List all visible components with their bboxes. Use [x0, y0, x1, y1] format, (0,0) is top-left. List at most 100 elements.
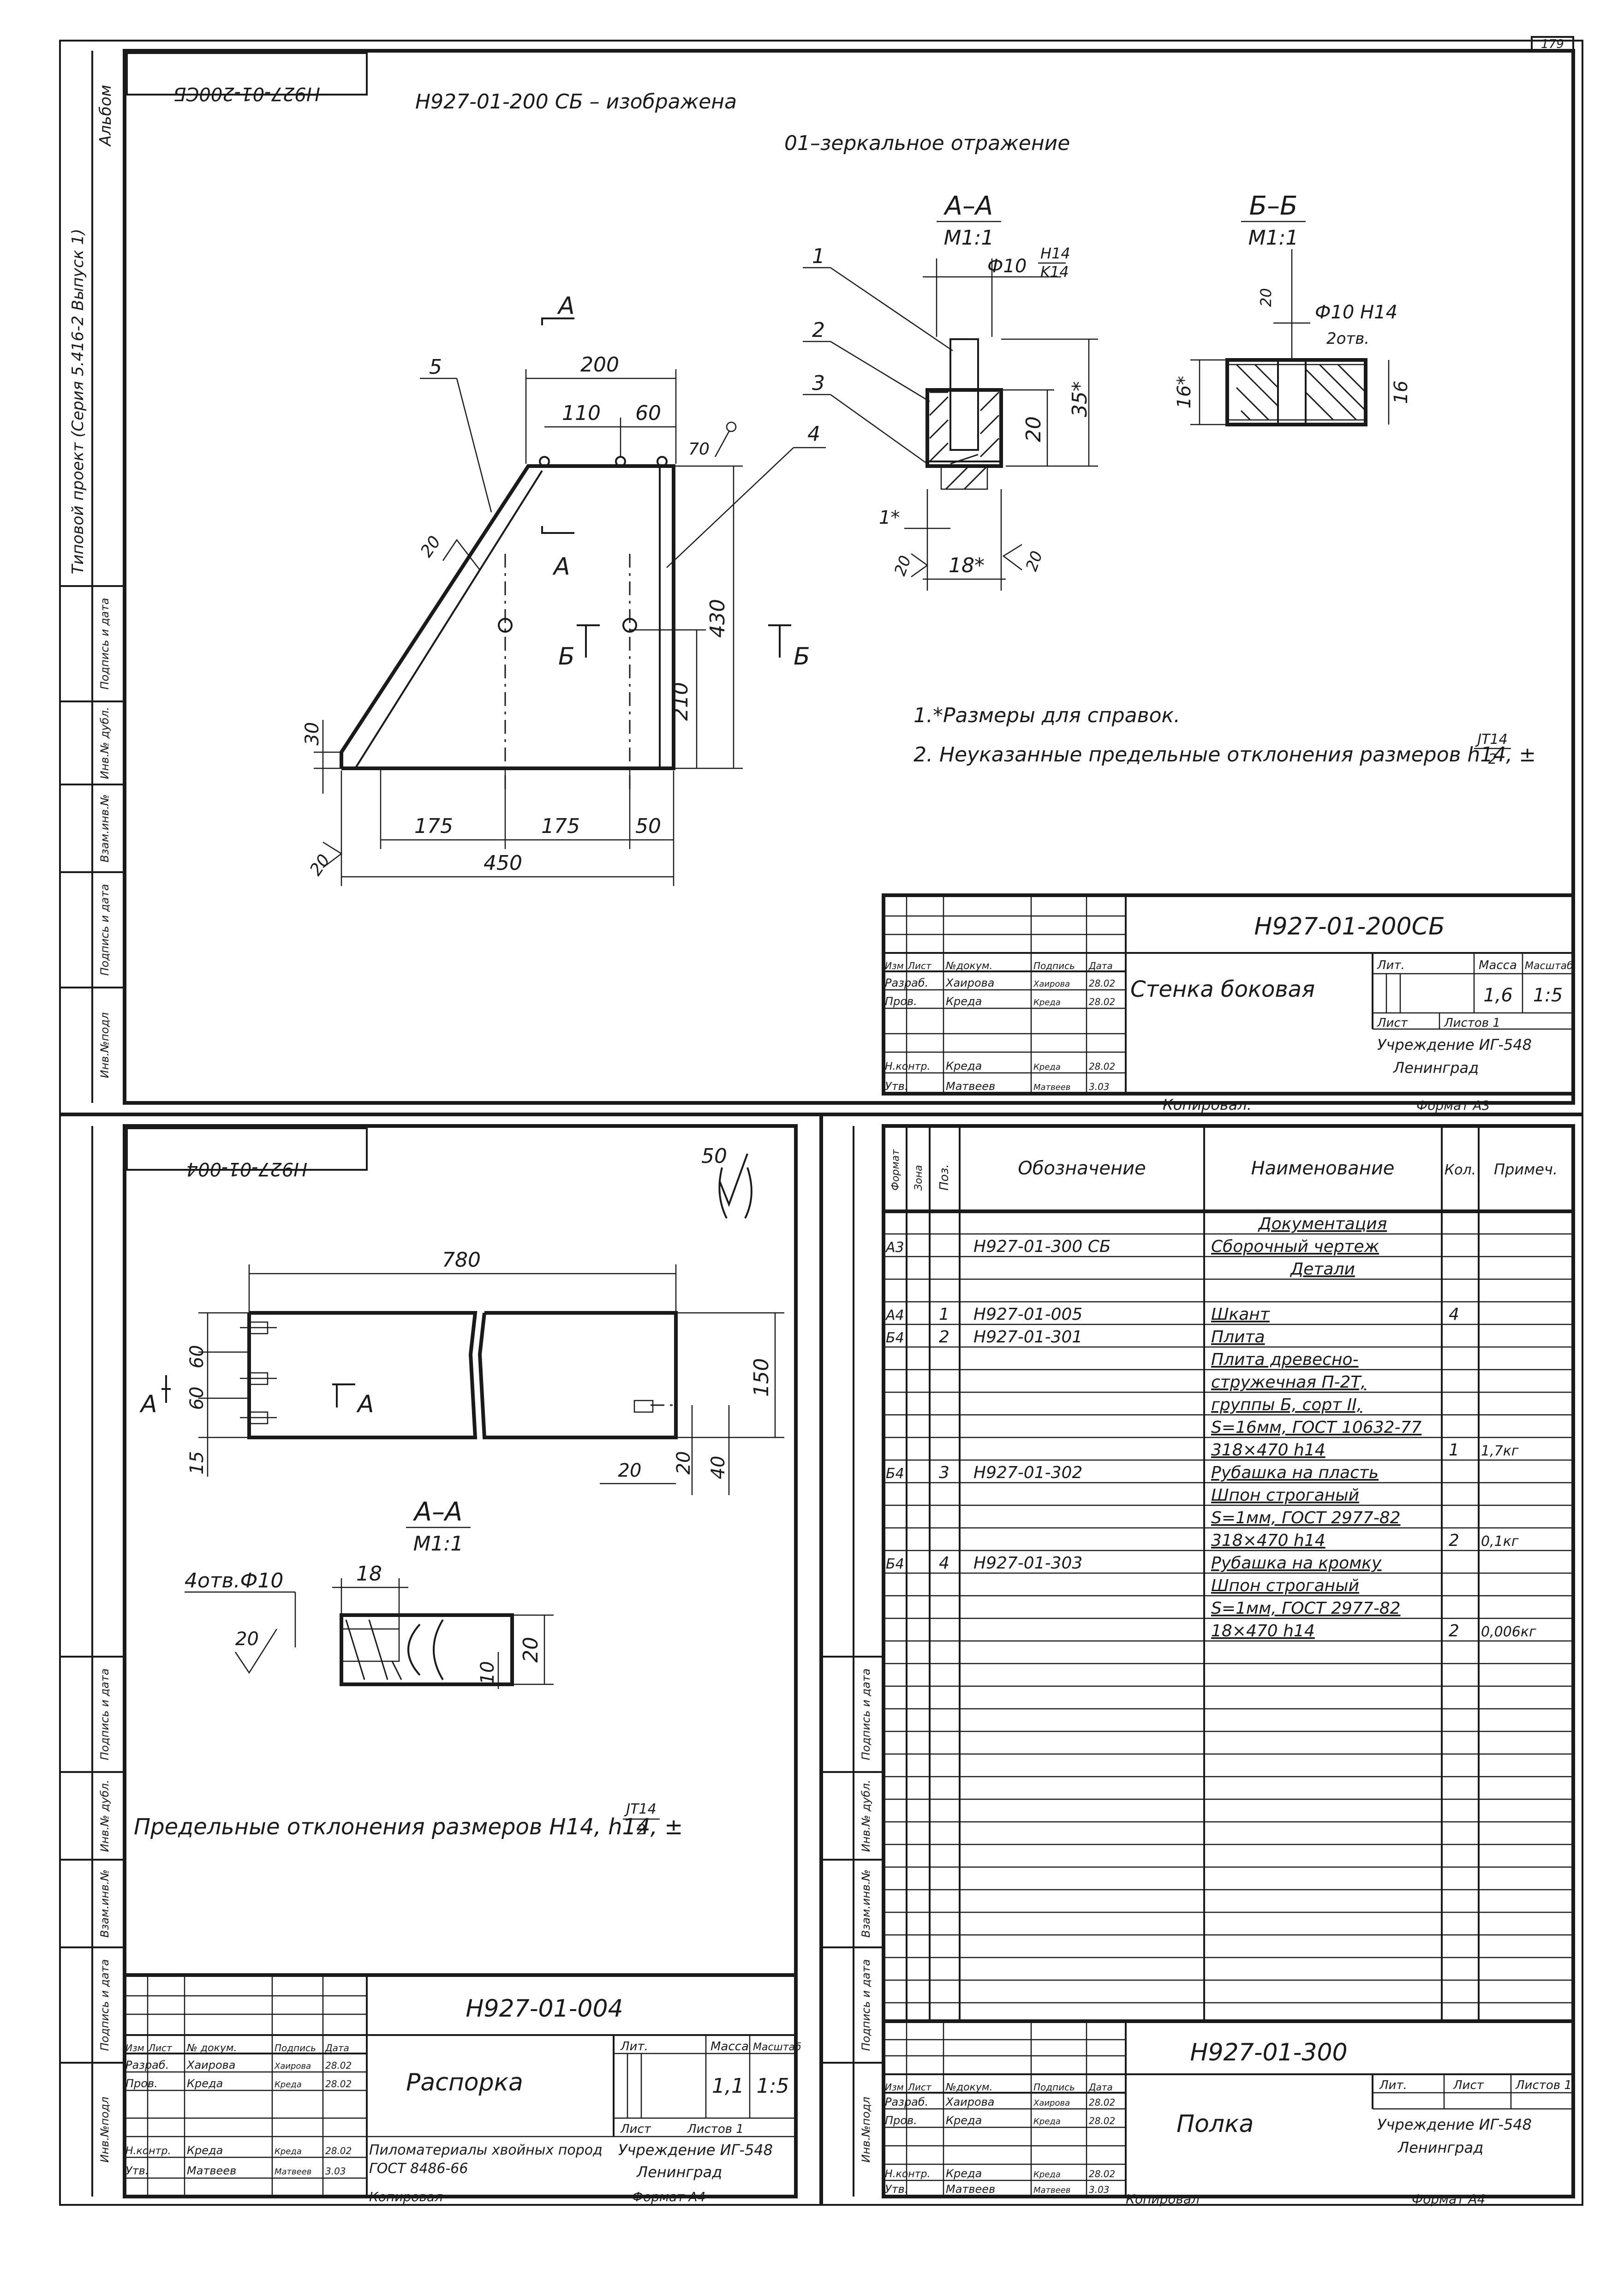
sheet3: Подпись и дата Инв.№ дубл. Взам.инв.№ По… [821, 1126, 1575, 2207]
spec-head-name: Наименование [1251, 1158, 1395, 1179]
sheet1-tb-city: Ленинград [1393, 1059, 1479, 1077]
spec-cell-code: H927-01-302 [973, 1463, 1082, 1482]
sheet1-corner-box [126, 52, 368, 96]
spec-cell-qty: 4 [1449, 1305, 1459, 1324]
side-stamp: Альбом Типовой проект (Серия 5.416-2 Вып… [60, 51, 125, 1103]
sheet1-tb-sheet: Лист [1377, 1016, 1408, 1030]
sheet2-section-rough: 20 [235, 1628, 259, 1650]
sheet2-tb-r1-sign: Креда [275, 2080, 302, 2089]
sheet2-tb-r2-date: 28.02 [325, 2145, 352, 2156]
sheet2-tb-sheet: Лист [620, 2122, 651, 2136]
section-bb-hole: Ф10 H14 [1315, 302, 1397, 323]
sheet1-note-1: 1.*Размеры для справок. [914, 704, 1180, 727]
sheet1-tb-head-1: Лист [908, 960, 932, 971]
dim-175b: 175 [541, 814, 580, 838]
sheet1-note-line1: H927-01-200 CБ – изображена [415, 90, 737, 114]
stamp-cell-4: Подпись и дата [98, 884, 111, 976]
sheet3-tb-copied: Копировал [1126, 2191, 1200, 2207]
sheet3-stamp-3: Взам.инв.№ [860, 1869, 872, 1938]
spec-cell-code: H927-01-300 CБ [973, 1237, 1111, 1256]
sheet3-tb-city: Ленинград [1397, 2139, 1483, 2156]
sheet3-tb-r2-date: 28.02 [1089, 2168, 1115, 2179]
spec-head-format: Формат [890, 1149, 902, 1191]
sheet1-tb-r3-role: Утв. [885, 1080, 908, 1093]
section-aa-fit-top: H14 [1040, 245, 1070, 262]
sheet1: H927-01-200CБ H927-01-200 CБ – изображен… [126, 52, 1575, 1114]
side-wall-view [340, 456, 675, 794]
sheet1-tb-mass: 1,6 [1483, 985, 1513, 1006]
sheet3-tb-code: H927-01-300 [1190, 2039, 1347, 2066]
project-label: Типовой проект (Серия 5.416-2 Выпуск 1) [69, 229, 87, 575]
sheet1-tb-r3-sign: Матвеев [1033, 1083, 1070, 1092]
dim-430: 430 [706, 599, 729, 638]
dim-70: 70 [688, 440, 710, 459]
section-bb-scale: М1:1 [1248, 226, 1299, 250]
sheet2-tb-r3-name: Матвеев [187, 2164, 236, 2177]
sheet2-tb-scale: 1:5 [757, 2074, 789, 2098]
dim-110: 110 [562, 401, 601, 425]
sheet2-tb-head-0: Изм [125, 2042, 144, 2054]
sheet3-tb-r1-role: Пров. [885, 2114, 917, 2127]
section-aa-dim-20: 20 [1022, 416, 1045, 442]
spec-headers: Формат Зона Поз. Обозначение Наименовани… [890, 1149, 1558, 1191]
section-bb-dim-16a: 16* [1174, 376, 1195, 409]
spec-cell-name: Шпон строганый [1211, 1486, 1359, 1505]
sheet2-tb-r2-name: Креда [187, 2144, 223, 2157]
sheet2-corner-box [126, 1127, 368, 1171]
sheet1-tb-r3-date: 3.03 [1089, 1081, 1110, 1092]
sheet2-section-scale: М1:1 [413, 1532, 464, 1556]
sheet2-tb-head-3: Подпись [275, 2042, 316, 2054]
sheet3-tb-r3-date: 3.03 [1089, 2184, 1110, 2195]
spec-cell-fmt: А4 [885, 1307, 904, 1323]
sheet2: Подпись и дата Инв.№ дубл. Взам.инв.№ По… [60, 1126, 801, 2204]
sheet2-tb-r0-role: Разраб. [125, 2059, 169, 2071]
section-aa-pos-1: 1 [812, 245, 825, 268]
sheet3-tb-r0-role: Разраб. [885, 2095, 928, 2108]
pos-5: 5 [429, 355, 442, 379]
sheet1-position-callouts: 5 4 [420, 355, 826, 568]
cut-b-left: Б [558, 643, 575, 671]
spec-cell-code: H927-01-301 [973, 1328, 1082, 1347]
sheet2-tb-copied: Копировал [369, 2189, 443, 2204]
sheet1-tb-mass-label: Масса [1479, 958, 1517, 972]
section-aa-dim-18: 18* [949, 554, 985, 577]
sheet1-tb-r0-sign: Хаирова [1033, 979, 1070, 989]
sheet2-section-aa: А–А М1:1 4отв.Ф10 18 20 10 20 [185, 1497, 554, 1689]
sheet2-dim-60b: 60 [186, 1387, 208, 1410]
dim-210: 210 [669, 682, 693, 721]
dim-50: 50 [635, 814, 661, 838]
spec-cell-pos: 3 [939, 1463, 949, 1482]
sheet1-tb-r1-date: 28.02 [1089, 996, 1115, 1007]
sheet2-stamp-2: Инв.№ дубл. [98, 1780, 111, 1852]
sheet1-note-2: 2. Неуказанные предельные отклонения раз… [914, 743, 1536, 766]
sheet3-stamp-1: Подпись и дата [860, 1669, 872, 1760]
spec-head-zone: Зона [913, 1165, 925, 1191]
spacer-view [240, 1311, 678, 1439]
section-aa: А–А М1:1 Ф10 H14 K14 35* 20 1* [803, 191, 1098, 591]
section-bb-count: 2отв. [1326, 329, 1369, 348]
sheet2-tol-num: JT14 [624, 1801, 656, 1817]
spec-cell-name: Рубашка на кромку [1211, 1554, 1382, 1573]
sheet2-dim-20b: 20 [673, 1451, 694, 1475]
sheet2-tb-r0-name: Хаирова [186, 2059, 236, 2071]
outer-frame [59, 40, 1583, 2206]
stamp-cell-1: Подпись и дата [98, 598, 111, 690]
sheet2-tb-code: H927-01-004 [466, 1995, 623, 2023]
sheet2-corner-code: H927-01-004 [186, 1158, 308, 1179]
sheet1-title-block: H927-01-200CБ Стенка боковая Лит. Масса … [882, 893, 1575, 1114]
spec-cell-name: S=1мм, ГОСТ 2977-82 [1211, 1509, 1401, 1527]
sheet2-tb-r1-role: Пров. [125, 2077, 158, 2090]
section-aa-dim-1: 1* [879, 507, 900, 528]
sheet1-note-line2: 01–зеркальное отражение [784, 132, 1070, 155]
spec-cell-name: Сборочный чертеж [1211, 1237, 1379, 1256]
spec-cell-name: Рубашка на пласть [1211, 1463, 1379, 1482]
sheet2-section-10: 10 [477, 1661, 498, 1685]
section-aa-rough-l: 20 [891, 553, 915, 578]
sheet1-tb-r0-role: Разраб. [885, 976, 928, 989]
sheet3-tb-name: Полка [1176, 2110, 1254, 2138]
sheet3-tb-r3-sign: Матвеев [1033, 2185, 1070, 2195]
sheet2-title-block: H927-01-004 Распорка Лит. Масса Масштаб … [123, 1973, 801, 2204]
sheet3-stamp-2: Инв.№ дубл. [860, 1780, 872, 1852]
sheet2-tb-r1-name: Креда [187, 2077, 223, 2090]
sheet1-tb-head-3: Подпись [1033, 960, 1075, 971]
